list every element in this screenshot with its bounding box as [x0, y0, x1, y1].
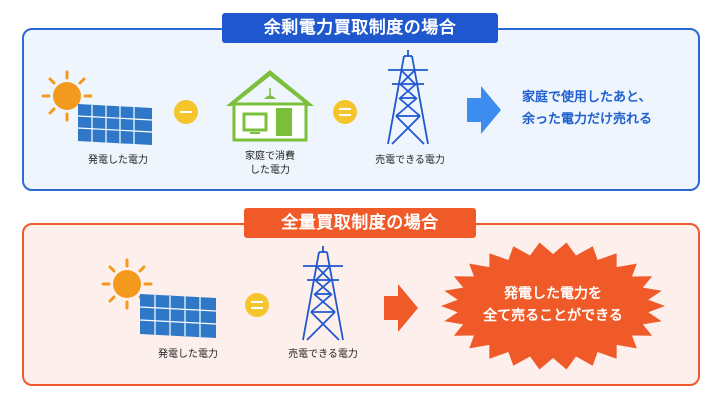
- home-consumed-label: 家庭で消費 した電力: [230, 150, 310, 178]
- full-result-line1: 発電した電力を: [504, 286, 602, 302]
- generated-power-label: 発電した電力: [88, 155, 148, 166]
- surplus-result-text: 家庭で使用したあと、 余った電力だけ売れる: [522, 87, 652, 131]
- surplus-title: 余剰電力買取制度の場合: [222, 13, 498, 43]
- full-title: 全量買取制度の場合: [244, 208, 476, 238]
- equals-icon: [333, 100, 357, 124]
- minus-icon: [174, 100, 198, 124]
- equals-icon: [245, 293, 269, 317]
- transmission-tower-icon: [302, 246, 344, 341]
- starburst-badge: [441, 242, 665, 370]
- sellable-power-label: 売電できる電力: [375, 155, 445, 166]
- solar-panel-icon: [101, 258, 217, 338]
- home-consumed-label-line2: した電力: [250, 165, 290, 176]
- arrow-right-icon: [467, 86, 501, 134]
- solar-panel-icon: [41, 70, 153, 145]
- surplus-result-line1: 家庭で使用したあと、: [522, 90, 652, 105]
- full-result-text: 発電した電力を 全て売ることができる: [440, 283, 666, 327]
- home-consumed-label-line1: 家庭で消費: [245, 151, 295, 162]
- generated-power-label: 発電した電力: [158, 349, 218, 360]
- transmission-tower-icon: [387, 50, 429, 145]
- surplus-result-line2: 余った電力だけ売れる: [522, 112, 653, 127]
- arrow-right-icon: [384, 284, 418, 332]
- house-icon: [226, 70, 314, 142]
- full-result-line2: 全て売ることができる: [483, 308, 623, 324]
- sellable-power-label: 売電できる電力: [288, 349, 358, 360]
